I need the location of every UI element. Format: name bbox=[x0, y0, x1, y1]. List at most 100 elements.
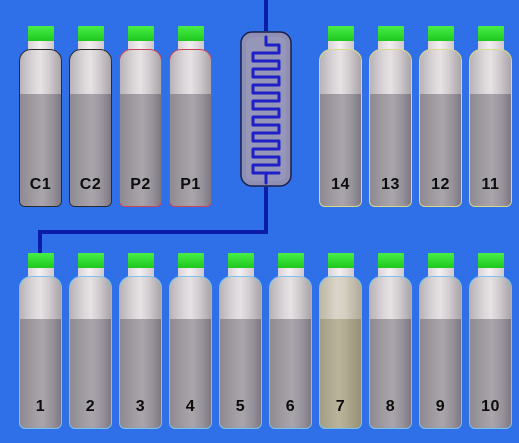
bottle-neck bbox=[28, 41, 54, 51]
bottle-neck bbox=[478, 41, 504, 51]
bottle-cap bbox=[428, 26, 454, 41]
tubing-outlet bbox=[38, 187, 268, 253]
bottle-cap bbox=[378, 253, 404, 268]
bottle-cap bbox=[428, 253, 454, 268]
bottle-label: 1 bbox=[35, 398, 46, 415]
bottle-icon: 7 bbox=[319, 276, 362, 429]
bottle-cap bbox=[378, 26, 404, 41]
mixing-coil-icon[interactable] bbox=[240, 31, 292, 187]
bottle-label: C2 bbox=[79, 176, 102, 193]
bottle-icon: 8 bbox=[369, 276, 412, 429]
bottle-13[interactable]: 13 bbox=[369, 26, 412, 207]
bottle-14[interactable]: 14 bbox=[319, 26, 362, 207]
bottle-cap bbox=[328, 253, 354, 268]
liquid-level bbox=[370, 319, 411, 428]
bottle-label: 3 bbox=[135, 398, 146, 415]
bottle-5[interactable]: 5 bbox=[219, 253, 262, 429]
bottle-neck bbox=[128, 268, 154, 278]
bottle-neck bbox=[428, 41, 454, 51]
bottle-icon: 3 bbox=[119, 276, 162, 429]
liquid-level bbox=[20, 93, 61, 206]
bottle-neck bbox=[178, 41, 204, 51]
bottle-cap bbox=[178, 26, 204, 41]
bottle-2[interactable]: 2 bbox=[69, 253, 112, 429]
bottle-icon: 4 bbox=[169, 276, 212, 429]
bottle-icon: P2 bbox=[119, 49, 162, 207]
bottle-4[interactable]: 4 bbox=[169, 253, 212, 429]
bottle-P1[interactable]: P1 bbox=[169, 26, 212, 207]
bottle-9[interactable]: 9 bbox=[419, 253, 462, 429]
bottle-1[interactable]: 1 bbox=[19, 253, 62, 429]
bottle-7[interactable]: 7 bbox=[319, 253, 362, 429]
bottle-label: 8 bbox=[385, 398, 396, 415]
bottle-cap bbox=[478, 26, 504, 41]
bottle-label: 9 bbox=[435, 398, 446, 415]
bottle-icon: 6 bbox=[269, 276, 312, 429]
bottle-label: 6 bbox=[285, 398, 296, 415]
liquid-level bbox=[20, 319, 61, 428]
bottle-icon: 1 bbox=[19, 276, 62, 429]
bottle-C1[interactable]: C1 bbox=[19, 26, 62, 207]
bottle-icon: 5 bbox=[219, 276, 262, 429]
liquid-level bbox=[470, 319, 511, 428]
bottle-icon: 14 bbox=[319, 49, 362, 207]
bottle-C2[interactable]: C2 bbox=[69, 26, 112, 207]
bottle-neck bbox=[178, 268, 204, 278]
bottle-cap bbox=[28, 253, 54, 268]
liquid-level bbox=[120, 319, 161, 428]
bottle-neck bbox=[378, 268, 404, 278]
bottle-12[interactable]: 12 bbox=[419, 26, 462, 207]
bottle-icon: 12 bbox=[419, 49, 462, 207]
bottle-icon: 11 bbox=[469, 49, 512, 207]
bottle-cap bbox=[78, 253, 104, 268]
liquid-level bbox=[170, 319, 211, 428]
bottle-label: 7 bbox=[335, 398, 346, 415]
bottle-label: C1 bbox=[29, 176, 52, 193]
bottle-label: 4 bbox=[185, 398, 196, 415]
liquid-level bbox=[370, 93, 411, 206]
bottle-6[interactable]: 6 bbox=[269, 253, 312, 429]
bottle-cap bbox=[178, 253, 204, 268]
liquid-level bbox=[320, 319, 361, 428]
bottle-10[interactable]: 10 bbox=[469, 253, 512, 429]
bottle-label: P2 bbox=[130, 176, 151, 193]
bottle-cap bbox=[128, 253, 154, 268]
bottle-label: 11 bbox=[481, 176, 500, 193]
bottle-cap bbox=[278, 253, 304, 268]
bottle-label: P1 bbox=[180, 176, 201, 193]
bottle-cap bbox=[328, 26, 354, 41]
liquid-level bbox=[470, 93, 511, 206]
bottle-neck bbox=[328, 268, 354, 278]
bottle-icon: 13 bbox=[369, 49, 412, 207]
bottle-label: 5 bbox=[235, 398, 246, 415]
bottle-neck bbox=[28, 268, 54, 278]
bottle-3[interactable]: 3 bbox=[119, 253, 162, 429]
bottle-label: 13 bbox=[381, 176, 400, 193]
liquid-level bbox=[120, 93, 161, 206]
bottle-neck bbox=[228, 268, 254, 278]
liquid-level bbox=[420, 93, 461, 206]
bottle-neck bbox=[378, 41, 404, 51]
liquid-level bbox=[170, 93, 211, 206]
bottle-label: 10 bbox=[481, 398, 500, 415]
bottle-icon: 2 bbox=[69, 276, 112, 429]
bottle-icon: C1 bbox=[19, 49, 62, 207]
coil-tube bbox=[251, 35, 281, 185]
bottle-cap bbox=[228, 253, 254, 268]
bottle-11[interactable]: 11 bbox=[469, 26, 512, 207]
liquid-level bbox=[220, 319, 261, 428]
bottle-neck bbox=[478, 268, 504, 278]
bottle-label: 2 bbox=[85, 398, 96, 415]
bottle-icon: 9 bbox=[419, 276, 462, 429]
bottle-P2[interactable]: P2 bbox=[119, 26, 162, 207]
bottle-icon: C2 bbox=[69, 49, 112, 207]
bottle-cap bbox=[28, 26, 54, 41]
bottle-8[interactable]: 8 bbox=[369, 253, 412, 429]
bottle-neck bbox=[78, 268, 104, 278]
bottle-neck bbox=[428, 268, 454, 278]
liquid-level bbox=[70, 93, 111, 206]
liquid-level bbox=[270, 319, 311, 428]
bottle-label: 12 bbox=[431, 176, 450, 193]
